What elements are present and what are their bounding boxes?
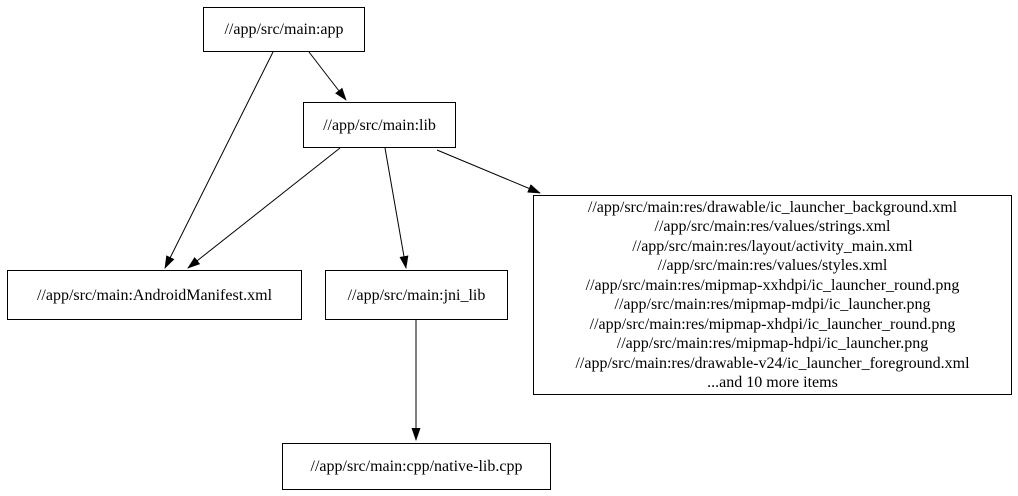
node-resources-line: //app/src/main:res/drawable/ic_launcher_… [587,198,958,216]
node-android-manifest: //app/src/main:AndroidManifest.xml [7,270,302,320]
edge-app-to-android-manifest [164,51,274,269]
node-resources-line: //app/src/main:res/layout/activity_main.… [632,237,913,255]
node-resources-line: //app/src/main:res/values/styles.xml [657,257,888,274]
node-resources-line: //app/src/main:res/drawable-v24/ic_launc… [575,354,970,372]
node-native-lib-cpp: //app/src/main:cpp/native-lib.cpp [282,443,551,490]
edge-app-to-lib [308,51,347,101]
node-resources-line: //app/src/main:res/values/strings.xml [654,218,891,235]
edge-lib-to-android-manifest [187,147,341,269]
node-resources-line: //app/src/main:res/mipmap-mdpi/ic_launch… [614,296,931,313]
edge-lib-to-jni-lib [384,147,409,269]
node-lib-label: //app/src/main:lib [323,116,436,134]
node-lib: //app/src/main:lib [303,102,456,148]
node-resources-line: //app/src/main:res/mipmap-xxhdpi/ic_laun… [585,276,960,294]
node-app: //app/src/main:app [203,7,365,52]
node-jni-lib-label: //app/src/main:jni_lib [347,286,486,304]
node-resources-line: //app/src/main:res/mipmap-xhdpi/ic_launc… [589,315,956,333]
node-native-lib-cpp-label: //app/src/main:cpp/native-lib.cpp [310,458,523,475]
node-android-manifest-label: //app/src/main:AndroidManifest.xml [36,286,273,304]
node-resources-more-items-line: ...and 10 more items [707,374,838,391]
node-app-label: //app/src/main:app [224,21,344,38]
edge-lib-to-resources [436,149,541,194]
node-resources-line: //app/src/main:res/mipmap-hdpi/ic_launch… [616,335,929,352]
node-resources: //app/src/main:res/drawable/ic_launcher_… [533,195,1012,395]
node-jni-lib: //app/src/main:jni_lib [325,270,508,320]
